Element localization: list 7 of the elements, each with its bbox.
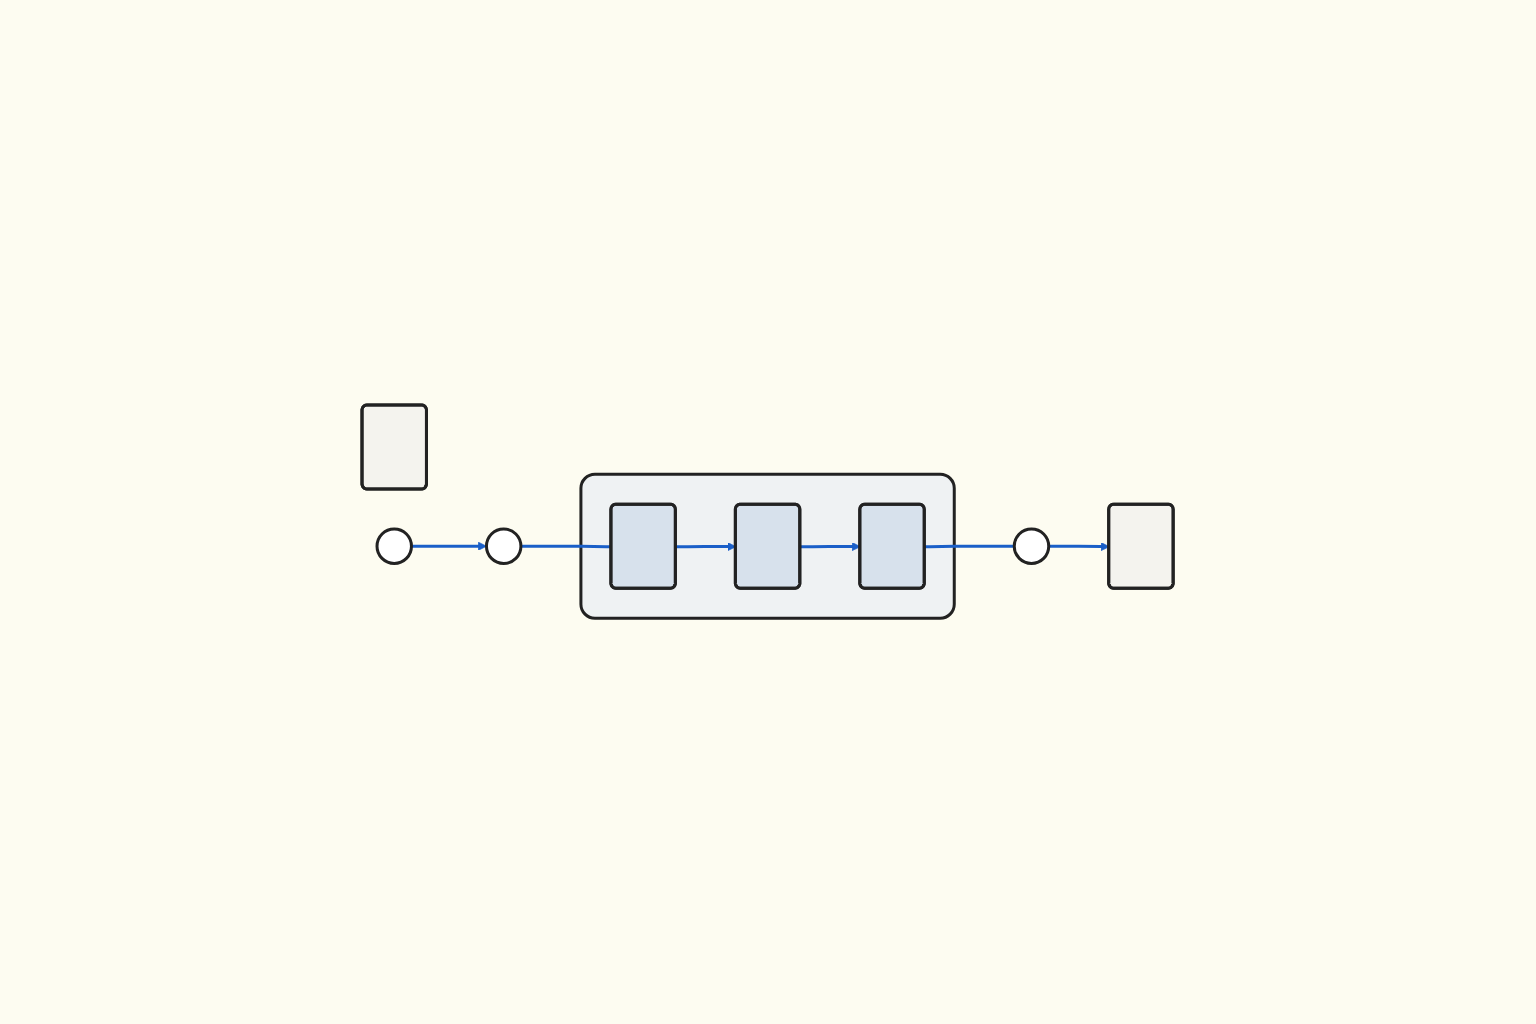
arrow [1049,542,1110,552]
node-circle [375,527,414,566]
node-circle [1013,527,1051,566]
connector [925,545,1015,549]
connector [521,545,612,549]
cluster [579,473,957,621]
node-circle [485,527,523,566]
